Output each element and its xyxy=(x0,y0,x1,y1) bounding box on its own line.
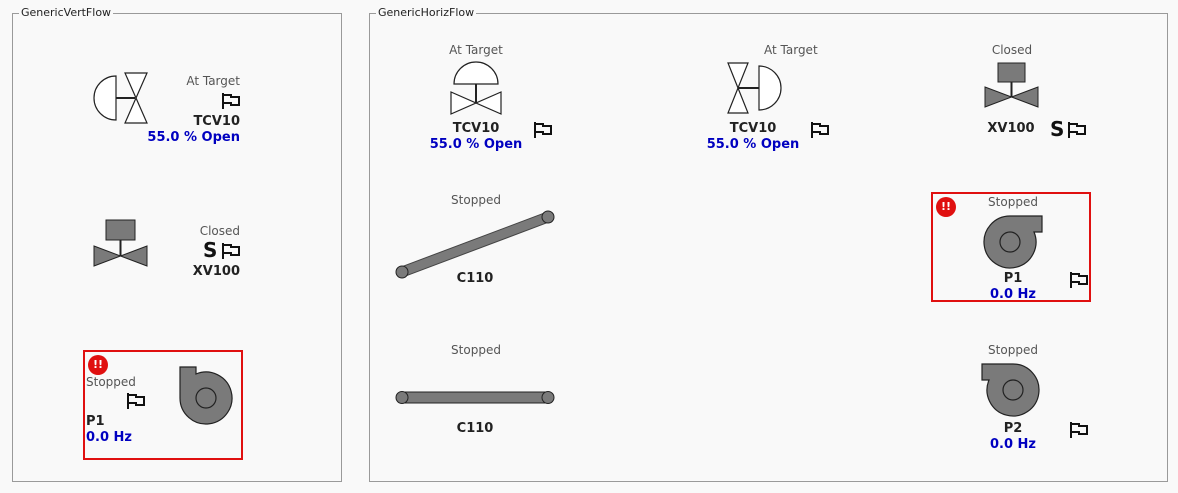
value-readout: 55.0 % Open xyxy=(147,130,240,145)
status-label: Stopped xyxy=(451,193,501,207)
control-valve-icon xyxy=(727,62,782,114)
status-label: At Target xyxy=(764,43,818,57)
status-label: Stopped xyxy=(988,195,1038,209)
value-readout: 0.0 Hz xyxy=(989,287,1037,302)
group-title: GenericHorizFlow xyxy=(376,6,477,20)
tag-label: P2 xyxy=(1003,421,1023,436)
status-label: Stopped xyxy=(988,343,1038,357)
status-label: Stopped xyxy=(86,375,136,389)
xv100-horiz-faceplate[interactable]: Closed XV100 S xyxy=(970,40,1100,140)
p1-vert-faceplate[interactable]: !! Stopped P1 0.0 Hz xyxy=(83,350,243,460)
flag-icon[interactable] xyxy=(1068,421,1090,439)
value-readout: 0.0 Hz xyxy=(86,430,133,445)
xv100-vert-faceplate[interactable]: Closed S XV100 xyxy=(90,215,250,285)
tcv10-vert-faceplate[interactable]: At Target TCV10 55.0 % Open xyxy=(90,65,250,150)
generic-horiz-flow-group: GenericHorizFlow xyxy=(369,6,1168,482)
tag-label: C110 xyxy=(456,421,494,436)
conveyor-icon xyxy=(395,210,555,279)
status-label: Closed xyxy=(199,224,240,238)
flag-icon[interactable] xyxy=(220,92,242,110)
conveyor-icon xyxy=(395,391,555,404)
value-readout: 55.0 % Open xyxy=(429,137,523,152)
status-label: At Target xyxy=(449,43,503,57)
flag-icon[interactable] xyxy=(1066,121,1088,139)
c110-conveyor-faceplate-a[interactable]: Stopped C110 xyxy=(390,190,565,290)
interlock-indicator: S xyxy=(203,238,218,262)
status-label: Stopped xyxy=(451,343,501,357)
tcv10-horiz-faceplate-a[interactable]: At Target TCV10 55.0 % Open xyxy=(425,40,565,158)
tag-label: P1 xyxy=(86,414,105,429)
tcv10-horiz-faceplate-b[interactable]: At Target TCV10 55.0 % Open xyxy=(700,40,850,158)
tag-label: P1 xyxy=(1003,271,1023,286)
interlock-indicator: S xyxy=(1050,117,1065,141)
p2-horiz-faceplate[interactable]: Stopped P2 0.0 Hz xyxy=(931,340,1091,455)
pump-icon xyxy=(981,363,1040,417)
pump-icon xyxy=(983,215,1043,269)
tag-label: TCV10 xyxy=(193,114,240,129)
status-label: At Target xyxy=(186,74,240,88)
control-valve-icon xyxy=(450,61,502,115)
solenoid-valve-icon xyxy=(93,219,148,267)
flag-icon[interactable] xyxy=(125,392,147,410)
flag-icon[interactable] xyxy=(809,121,831,139)
solenoid-valve-icon xyxy=(984,62,1039,108)
pump-icon xyxy=(179,366,233,425)
flag-icon[interactable] xyxy=(532,121,554,139)
tag-label: C110 xyxy=(456,271,494,286)
control-valve-icon xyxy=(93,72,148,124)
value-readout: 0.0 Hz xyxy=(989,437,1037,452)
tag-label: TCV10 xyxy=(452,121,500,136)
p1-horiz-faceplate[interactable]: !! Stopped P1 0.0 Hz xyxy=(931,192,1091,302)
alarm-indicator: !! xyxy=(88,355,108,375)
alarm-indicator: !! xyxy=(936,197,956,217)
flag-icon[interactable] xyxy=(220,242,242,260)
value-readout: 55.0 % Open xyxy=(706,137,800,152)
flag-icon[interactable] xyxy=(1068,271,1090,289)
tag-label: TCV10 xyxy=(729,121,777,136)
group-title: GenericVertFlow xyxy=(19,6,114,20)
c110-conveyor-faceplate-b[interactable]: Stopped C110 xyxy=(390,340,565,440)
generic-vert-flow-group: GenericVertFlow xyxy=(12,6,342,482)
tag-label: XV100 xyxy=(192,264,240,279)
status-label: Closed xyxy=(991,43,1033,57)
tag-label: XV100 xyxy=(987,121,1035,136)
